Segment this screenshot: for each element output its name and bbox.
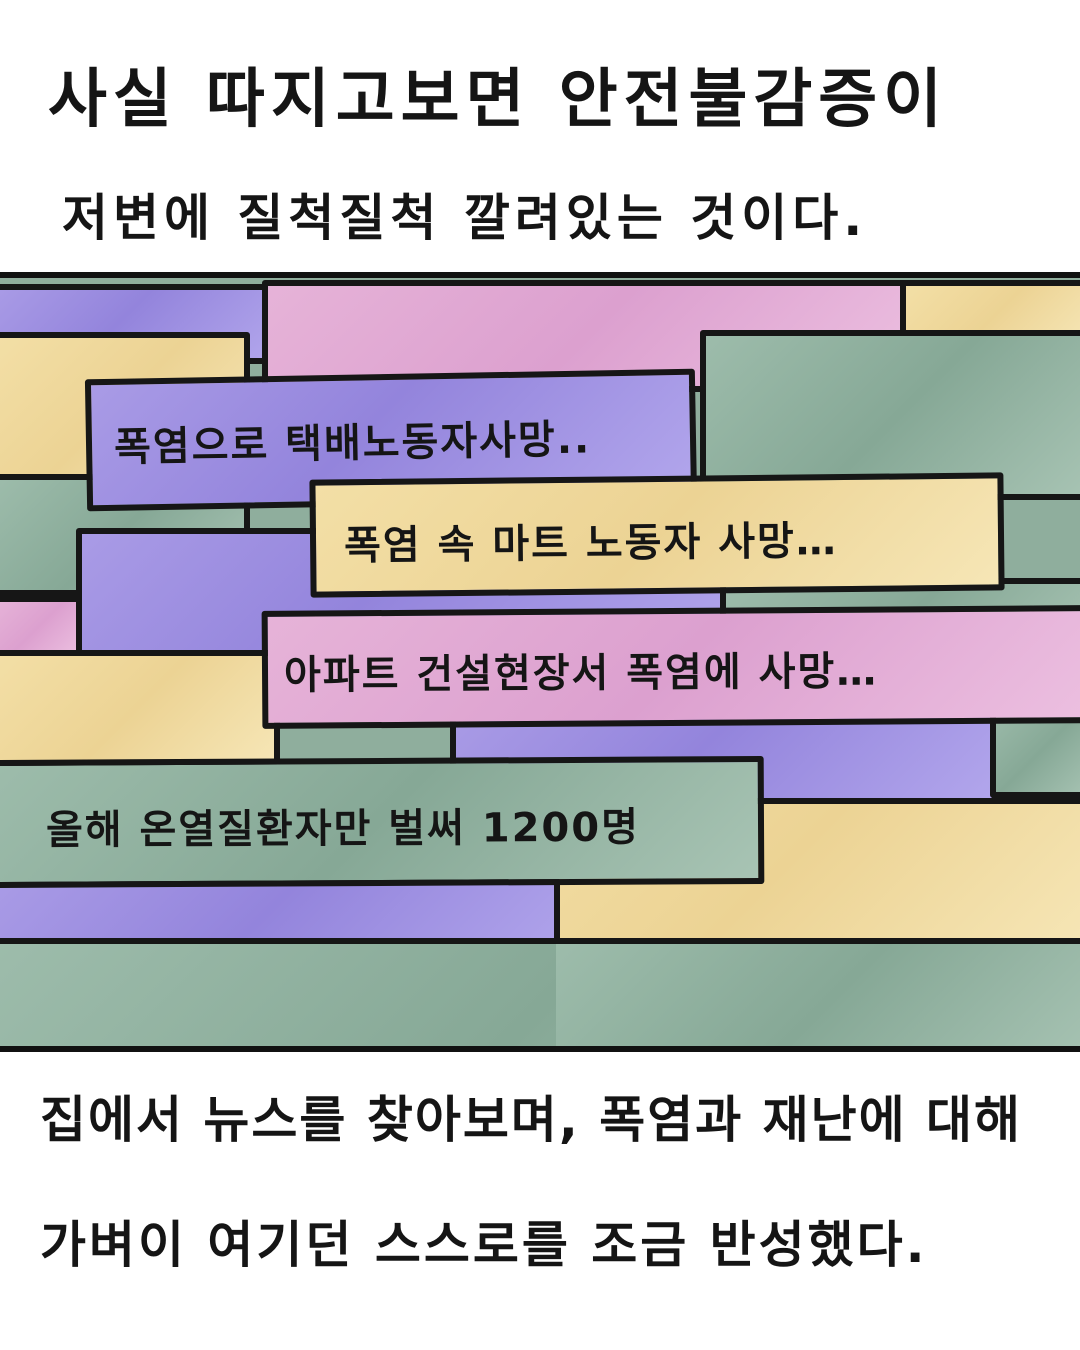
footer-line-1: 집에서 뉴스를 찾아보며, 폭염과 재난에 대해 — [40, 1091, 1023, 1149]
headline-card-4: 올해 온열질환자만 벌써 1200명 — [0, 755, 765, 889]
title-line-1: 사실 따지고보면 안전불감증이 — [48, 63, 949, 137]
headline-card-2: 폭염 속 마트 노동자 사망… — [309, 472, 1005, 598]
headline-text-4: 올해 온열질환자만 벌써 1200명 — [45, 804, 641, 854]
bg-strip-green-bottom-right — [556, 938, 1080, 1046]
bg-strip-green-right-top — [700, 330, 1080, 500]
headline-text-1: 폭염으로 택배노동자사망.. — [113, 416, 592, 471]
news-collage-panel: 폭염으로 택배노동자사망.. 폭염 속 마트 노동자 사망… 아파트 건설현장서… — [0, 272, 1080, 1052]
footer-line-2: 가벼이 여기던 스스로를 조금 반성했다. — [40, 1216, 928, 1274]
bg-strip-pink-left — [0, 596, 90, 656]
bg-strip-yellow-left-mid — [0, 650, 280, 770]
headline-card-3: 아파트 건설현장서 폭염에 사망… — [261, 605, 1080, 729]
headline-text-2: 폭염 속 마트 노동자 사망… — [343, 518, 839, 570]
title-line-2: 저변에 질척질척 깔려있는 것이다. — [62, 189, 868, 247]
headline-text-3: 아파트 건설현장서 폭염에 사망… — [283, 648, 879, 699]
